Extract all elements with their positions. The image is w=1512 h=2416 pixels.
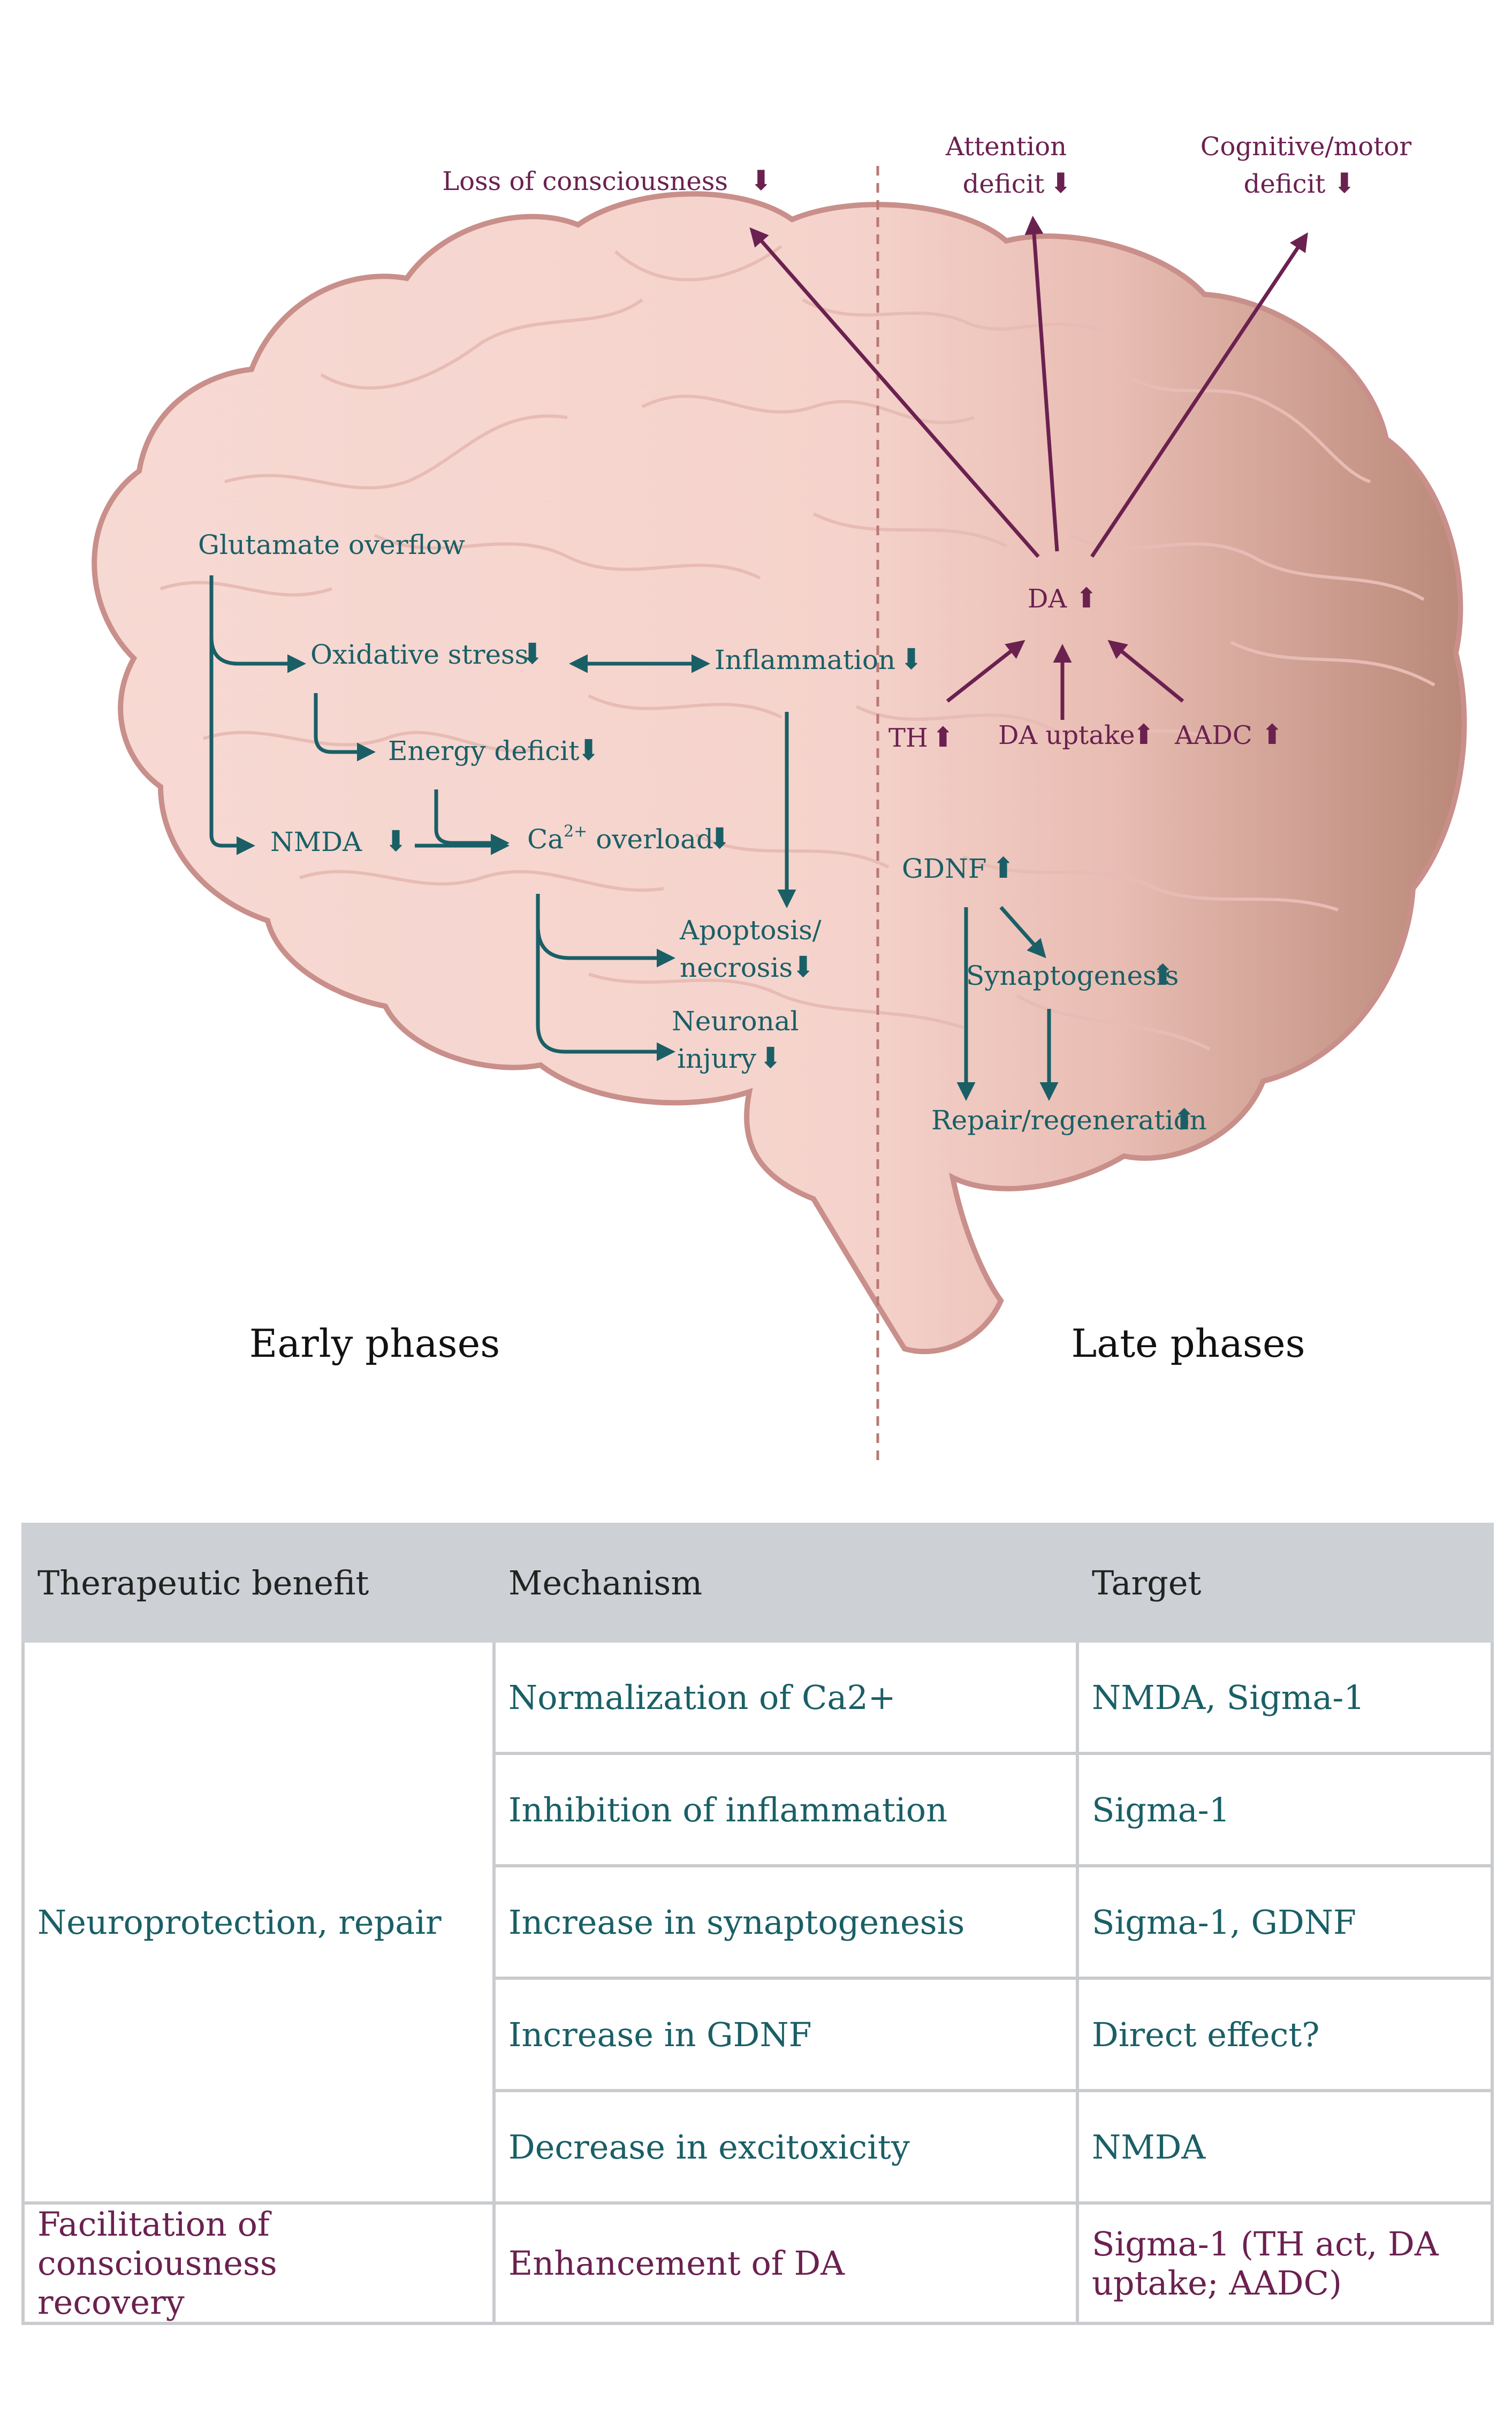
label-glutamate-overflow: Glutamate overflow (198, 529, 465, 560)
arrow-down-icon: ⬇ (749, 165, 773, 197)
target-cell: Sigma-1 (1076, 1752, 1494, 1867)
arrow-down-icon: ⬇ (791, 950, 815, 984)
arrow-aadc-to-da (1107, 640, 1184, 703)
late-outcome-arrows (749, 216, 1308, 720)
table-row: Increase in GDNF Direct effect? (23, 1977, 1494, 2092)
label-repair-regeneration: Repair/regeneration (931, 1105, 1207, 1136)
arrow-ca-to-neuronal (536, 926, 675, 1061)
arrow-down-icon: ⬇ (708, 822, 732, 855)
arrow-up-icon: ⬆ (931, 721, 955, 754)
brain-outline (92, 191, 1467, 1355)
label-inflammation: Inflammation (715, 644, 895, 675)
mechanism-cell: Increase in GDNF (492, 1977, 1079, 2092)
arrow-down-icon: ⬇ (384, 824, 408, 858)
early-pathway-arrows (209, 575, 1059, 1101)
label-attention-line2: deficit (963, 169, 1045, 199)
target-cell: NMDA, Sigma-1 (1076, 1639, 1494, 1755)
arrow-up-icon: ⬆ (991, 851, 1015, 885)
label-loss-of-consciousness: Loss of consciousness (442, 166, 728, 196)
label-gdnf: GDNF (902, 853, 986, 884)
arrow-down-icon: ⬇ (576, 733, 601, 767)
arrow-da-to-cognitive (1090, 232, 1308, 558)
therapeutic-table: Therapeutic benefit Mechanism Target Neu… (21, 1523, 1494, 2325)
table-row: Neuroprotection, repair Normalization of… (21, 1639, 1494, 2205)
mechanism-cell: Decrease in excitoxicity (492, 2089, 1079, 2205)
label-neuronal-line2: injury (677, 1043, 757, 1074)
table-header-row: Therapeutic benefit Mechanism Target (21, 1523, 1494, 1643)
target-cell: Direct effect? (1076, 1977, 1494, 2092)
label-energy-deficit: Energy deficit (388, 735, 579, 766)
arrow-energy-to-ca (434, 789, 510, 853)
arrow-up-icon: ⬆ (1172, 1103, 1196, 1136)
brain-silhouette (92, 191, 1467, 1355)
mechanism-cell: Enhancement of DA (492, 2201, 1079, 2325)
arrow-th-to-da (946, 640, 1025, 703)
table-row: Increase in synaptogenesis Sigma-1, GDNF (23, 1864, 1494, 1980)
arrow-oxidative-to-energy (314, 693, 376, 762)
therapeutic-table-container: Therapeutic benefit Mechanism Target Neu… (21, 1523, 1494, 2325)
brain-gyri (160, 245, 1435, 1051)
benefit-neuroprotection: Neuroprotection, repair (21, 1639, 496, 2205)
arrow-down-icon: ⬇ (758, 1041, 782, 1075)
label-early-phases: Early phases (249, 1321, 500, 1366)
arrow-down-icon: ⬇ (1049, 168, 1073, 200)
target-cell: Sigma-1, GDNF (1076, 1864, 1494, 1980)
label-oxidative-stress: Oxidative stress (310, 639, 528, 670)
brain-pathway-diagram: Loss of consciousness ⬇ Attention defici… (92, 132, 1467, 1467)
arrow-up-icon: ⬆ (1075, 582, 1098, 614)
mechanism-cell: Inhibition of inflammation (492, 1752, 1079, 1867)
label-th: TH (888, 723, 928, 753)
header-therapeutic-benefit: Therapeutic benefit (21, 1523, 496, 1643)
label-synaptogenesis: Synaptogenesis (966, 960, 1179, 991)
arrow-glutamate-to-nmda (209, 575, 255, 855)
label-apoptosis-line1: Apoptosis/ (679, 915, 822, 946)
label-cognitive-line2: deficit (1244, 169, 1326, 199)
mechanism-cell: Increase in synaptogenesis (492, 1864, 1079, 1980)
label-attention-line1: Attention (945, 132, 1067, 162)
table-row: Decrease in excitoxicity NMDA (23, 2089, 1494, 2205)
arrow-glutamate-to-oxidative (209, 636, 306, 673)
label-ca-overload: Ca2+ overload (527, 822, 713, 855)
arrow-gdnf-to-synaptogenesis (999, 906, 1046, 959)
label-da: DA (1028, 584, 1067, 614)
arrow-up-icon: ⬆ (1132, 719, 1156, 751)
arrow-up-icon: ⬆ (1260, 719, 1284, 751)
label-nmda: NMDA (270, 826, 362, 857)
target-cell: NMDA (1076, 2089, 1494, 2205)
arrow-da-to-attention (1024, 216, 1059, 552)
header-mechanism: Mechanism (492, 1523, 1079, 1643)
label-late-phases: Late phases (1071, 1321, 1305, 1366)
header-target: Target (1076, 1523, 1494, 1643)
label-da-uptake: DA uptake (998, 720, 1135, 750)
table-row: Inhibition of inflammation Sigma-1 (23, 1752, 1494, 1867)
label-neuronal-line1: Neuronal (672, 1006, 799, 1037)
arrow-down-icon: ⬇ (899, 642, 923, 676)
arrow-down-icon: ⬇ (1333, 168, 1356, 200)
arrow-up-icon: ⬆ (1151, 958, 1175, 992)
arrow-down-icon: ⬇ (520, 637, 544, 671)
mechanism-cell: Normalization of Ca2+ (492, 1639, 1079, 1755)
label-apoptosis-line2: necrosis (680, 952, 793, 983)
label-cognitive-line1: Cognitive/motor (1201, 132, 1412, 162)
arrow-da-to-consciousness (749, 227, 1040, 558)
label-aadc: AADC (1174, 720, 1252, 750)
